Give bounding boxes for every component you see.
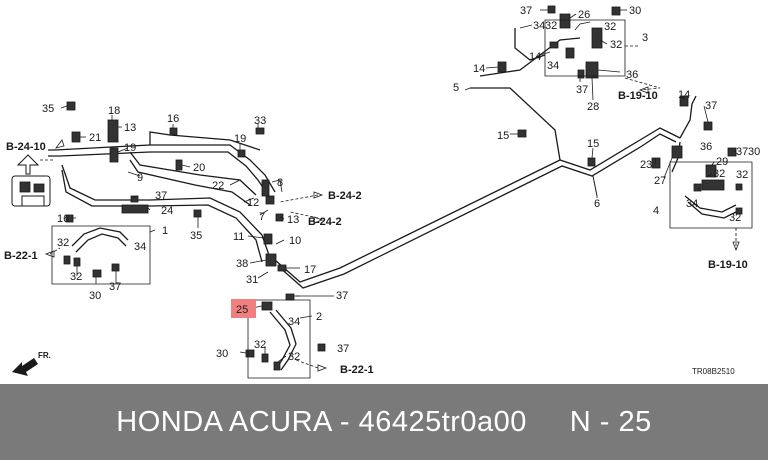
up-arrow-icon	[16, 154, 40, 175]
callout: 30	[748, 146, 760, 158]
highlighted-part-25[interactable]: 25	[231, 299, 256, 318]
callout: 19	[234, 133, 246, 145]
reference-labels: B-24-10 B-22-1 B-24-2 B-24-2 B-22-1 B-19…	[4, 90, 748, 376]
callout: 35	[190, 230, 202, 242]
abs-modulator-unit	[11, 175, 51, 207]
brake-line-diagram: FR. 25 B-24-10 B-22-1 B-24-2 B-24-2 B-22…	[4, 5, 760, 379]
callout: 37	[705, 100, 717, 112]
callout: 28	[587, 101, 599, 113]
part-caption: HONDA ACURA - 46425tr0a00 N - 25	[116, 405, 652, 438]
callout: 4	[653, 205, 659, 217]
callout: 32	[545, 20, 557, 32]
callout: 3	[642, 32, 648, 44]
front-arrow-icon	[12, 358, 38, 376]
callout: 24	[161, 205, 173, 217]
callout: 37	[336, 290, 348, 302]
callout: 38	[236, 258, 248, 270]
callout: 15	[587, 138, 599, 150]
callout: 37	[520, 5, 532, 17]
callout: 2	[316, 311, 322, 323]
callout: 29	[716, 156, 728, 168]
callout: 5	[453, 82, 459, 94]
diagram-code: TR08B2510	[692, 367, 735, 376]
brake-pipes	[48, 28, 739, 371]
highlight-box	[231, 299, 256, 318]
front-direction-indicator: FR.	[12, 351, 51, 376]
ref-label: B-19-10	[708, 259, 748, 271]
callout: 17	[304, 264, 316, 276]
callout: 35	[42, 103, 54, 115]
group-outlines	[40, 19, 753, 379]
callout: 9	[137, 172, 143, 184]
callout: 37	[736, 146, 748, 158]
callout: 30	[89, 290, 101, 302]
components	[11, 5, 743, 371]
callout: 32	[729, 212, 741, 224]
callout: 32	[604, 21, 616, 33]
callout: 36	[626, 69, 638, 81]
callout: 37	[337, 343, 349, 355]
callout: 32	[254, 339, 266, 351]
part-callouts: 35 21 18 13 19 16 19 33 20 9 22 37 24 12…	[42, 5, 760, 363]
part-caption-bar: HONDA ACURA - 46425tr0a00 N - 25	[0, 384, 768, 460]
callout: 32	[610, 39, 622, 51]
callout: 31	[246, 274, 258, 286]
callout: 30	[216, 348, 228, 360]
callout: 32	[713, 168, 725, 180]
front-label: FR.	[38, 351, 51, 360]
callout: 34	[533, 20, 545, 32]
callout: 34	[686, 198, 698, 210]
callout: 14	[529, 51, 541, 63]
callout: 26	[578, 9, 590, 21]
ref-label: B-22-1	[4, 250, 38, 262]
callout: 32	[288, 351, 300, 363]
callout: 13	[287, 214, 299, 226]
ref-label: B-19-10	[618, 90, 658, 102]
callout: 11	[233, 231, 244, 243]
callout: 12	[247, 197, 259, 209]
callout: 22	[212, 180, 224, 192]
callout: 32	[57, 237, 69, 249]
callout: 36	[700, 141, 712, 153]
callout: 18	[108, 105, 120, 117]
callout: 16	[167, 113, 179, 125]
callout: 37	[576, 84, 588, 96]
callout: 10	[289, 235, 301, 247]
callout: 37	[109, 281, 121, 293]
ref-label: B-22-1	[340, 364, 374, 376]
callout: 20	[193, 162, 205, 174]
callout: 23	[640, 159, 652, 171]
callout: 19	[124, 142, 136, 154]
callout: 27	[654, 175, 666, 187]
callout: 21	[89, 132, 101, 144]
callout: 34	[547, 60, 559, 72]
callout: 14	[678, 89, 690, 101]
callout: 14	[473, 63, 485, 75]
callout: 13	[124, 122, 136, 134]
highlight-label: 25	[236, 304, 248, 316]
callout: 32	[736, 169, 748, 181]
callout: 15	[497, 130, 509, 142]
leader-lines	[60, 9, 737, 363]
callout: 34	[288, 316, 300, 328]
ref-label: B-24-10	[6, 141, 46, 153]
callout: 6	[594, 198, 600, 210]
ref-label: B-24-2	[308, 216, 342, 228]
callout: 1	[162, 225, 168, 237]
callout: 34	[134, 241, 146, 253]
reference-arrows	[44, 86, 740, 372]
callout: 7	[259, 211, 265, 223]
callout: 33	[254, 115, 266, 127]
callout: 16	[57, 213, 69, 225]
ref-label: B-24-2	[328, 190, 362, 202]
callout: 32	[70, 271, 82, 283]
callout: 8	[277, 177, 283, 189]
callout: 30	[629, 5, 641, 17]
callout: 37	[155, 190, 167, 202]
